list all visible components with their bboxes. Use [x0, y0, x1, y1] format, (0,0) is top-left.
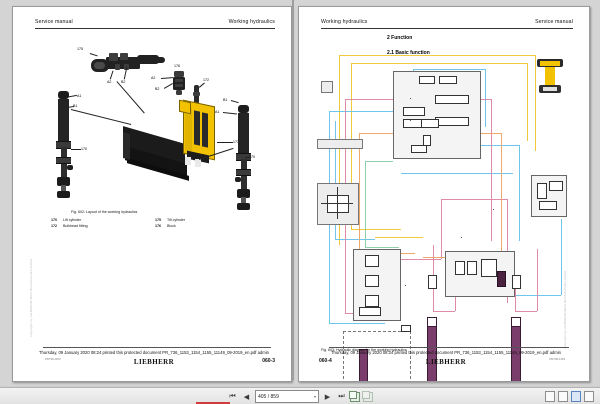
previous-page-button[interactable]: ◀: [243, 393, 250, 401]
left-footer-brand: LIEBHERR: [133, 358, 175, 366]
legend-num: 170: [51, 218, 57, 222]
left-footer-rule: [43, 347, 271, 348]
block-176: [173, 71, 185, 95]
left-footer-text: Thursday, 09 January 2020 08:24 printed …: [38, 350, 270, 355]
callout-A2-top: A2: [107, 80, 112, 84]
right-footer-page-number: 060-4: [319, 358, 332, 364]
right-header-rule: [321, 28, 573, 29]
right-footer-text: Thursday, 09 January 2020 08:24 printed …: [330, 350, 562, 355]
cylinder-group-outline: [343, 331, 411, 381]
hydraulic-diagram: [315, 49, 573, 381]
legend-num: 176: [155, 223, 161, 228]
last-page-button[interactable]: ⏭: [338, 392, 345, 400]
section-heading: 2 Function: [387, 35, 413, 41]
paste-icon[interactable]: [362, 390, 373, 402]
legend-text: Bulkhead fitting: [63, 223, 88, 228]
left-header-rule: [35, 28, 275, 29]
tilt-cylinder-175: [91, 51, 165, 77]
legend-text: Tilt cylinder: [167, 218, 186, 222]
subsection-heading: 2.1 Basic function: [387, 50, 430, 56]
page-number-value: 405 / 859: [258, 393, 279, 400]
callout-A1-right: A1: [215, 110, 220, 114]
progress-marker: [196, 402, 230, 404]
callout-176: 176: [174, 64, 180, 68]
lift-cylinder-left-170: [55, 91, 73, 198]
next-page-button[interactable]: ▶: [324, 393, 331, 401]
left-footer-page-number: 060-3: [262, 358, 275, 364]
continuous-page-view-icon[interactable]: [558, 391, 568, 402]
left-page-footer: Thursday, 09 January 2020 08:24 printed …: [31, 347, 277, 371]
callout-A2-block: A2: [151, 76, 156, 80]
bulkhead-fitting-172: [193, 85, 200, 107]
viewer-toolbar: ⏮ ◀ 405 / 859 ▾ ▶ ⏭: [0, 387, 600, 404]
left-page-header: Service manual Working hydraulics: [35, 19, 275, 33]
right-footer-doc-id: PR736-1153: [549, 357, 566, 361]
callout-A1-left: A1: [77, 94, 82, 98]
left-header-left-text: Service manual: [35, 19, 73, 25]
page-number-input[interactable]: 405 / 859 ▾: [255, 390, 319, 403]
copy-icon[interactable]: [349, 390, 360, 402]
machine-body-yellow: [175, 99, 231, 171]
callout-173: 173: [233, 140, 239, 144]
schematic-cylinder-left: [359, 349, 368, 381]
fit-width-view-icon[interactable]: [584, 391, 594, 402]
left-figure-legend: 170 Lift cylinder 175 Tilt cylinder 172 …: [51, 218, 236, 229]
lift-cylinder-right-170: [235, 105, 253, 211]
pilot-valve-1: [317, 139, 363, 149]
legend-num: 175: [155, 218, 161, 222]
right-page-header: Working hydraulics Service manual: [321, 19, 573, 33]
legend-num: 172: [51, 223, 57, 228]
legend-row: 172 Bulkhead fitting 176 Block: [51, 224, 236, 230]
callout-170-left: 170: [81, 147, 87, 151]
legend-text: Lift cylinder: [63, 218, 82, 222]
page-right: Working hydraulics Service manual 2 Func…: [298, 6, 590, 382]
facing-pages-view-icon[interactable]: [571, 391, 581, 402]
callout-B1-left: B1: [73, 104, 78, 108]
right-page-footer: Thursday, 09 January 2020 08:24 printed …: [317, 347, 575, 371]
page-left: Service manual Working hydraulics copyri…: [12, 6, 292, 382]
right-header-right-text: Service manual: [535, 19, 573, 25]
right-footer-rule: [329, 347, 569, 348]
left-header-right-text: Working hydraulics: [228, 19, 275, 25]
legend-text: Block: [167, 223, 176, 228]
left-page-watermark: copyright by LIEBHERR-Werk Bischofshofen…: [29, 258, 33, 337]
callout-B1-right: B1: [223, 98, 228, 102]
legend-row: 170 Lift cylinder 175 Tilt cylinder: [51, 218, 236, 224]
toolbar-navigation-group: ⏮ ◀ 405 / 859 ▾ ▶ ⏭: [227, 390, 373, 403]
single-page-view-icon[interactable]: [545, 391, 555, 402]
right-header-left-text: Working hydraulics: [321, 19, 368, 25]
small-valve-top-left: [321, 81, 333, 93]
callout-175: 175: [77, 47, 83, 51]
left-figure-caption: Fig. 602: Layout of the working hydrauli…: [71, 210, 138, 214]
left-footer-doc-id: PR736-1153: [45, 357, 61, 361]
right-footer-brand: LIEBHERR: [425, 358, 467, 366]
callout-B2-top: B2: [121, 80, 126, 84]
working-hydraulics-illustration: 175 A2 B2 176 A2 B2 17: [33, 37, 273, 210]
chevron-down-icon[interactable]: ▾: [313, 394, 316, 399]
toolbar-view-modes: [545, 391, 594, 402]
right-figure-caption: Fig. 603: Hydraulic diagram for the work…: [321, 348, 407, 352]
machine-pictogram: [537, 59, 563, 93]
page-divider: [292, 0, 294, 380]
callout-B2-block: B2: [155, 87, 160, 91]
first-page-button[interactable]: ⏮: [229, 392, 236, 400]
callout-172: 172: [203, 78, 209, 82]
callout-170-right: 170: [249, 155, 255, 159]
